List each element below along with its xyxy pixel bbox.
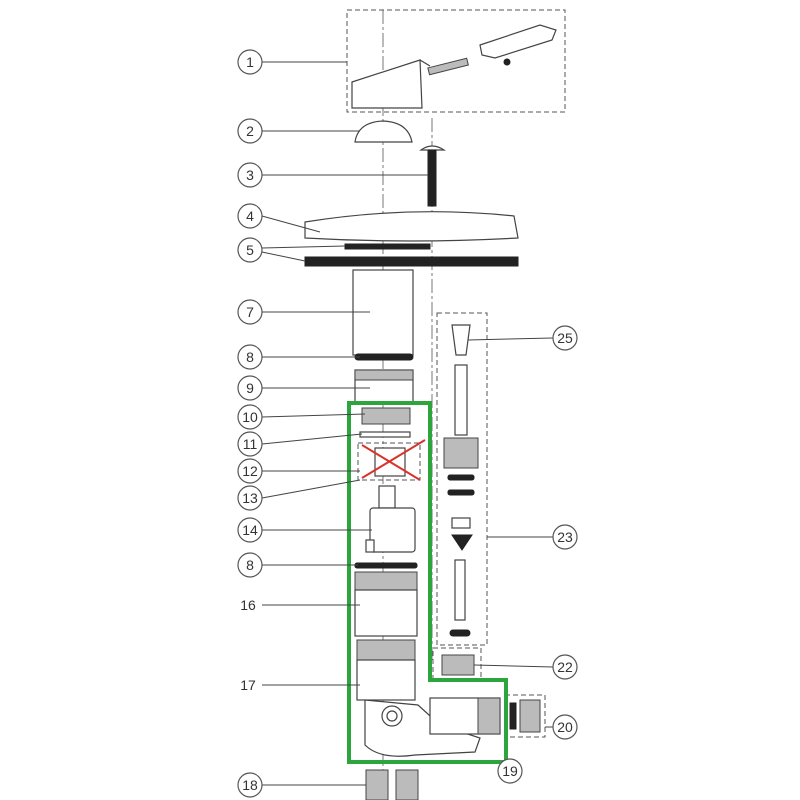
part-5-gasket-large xyxy=(304,256,519,267)
callout-13: 13 xyxy=(237,485,263,511)
part-4-cover-plate xyxy=(304,211,519,242)
svg-text:9: 9 xyxy=(246,380,254,396)
svg-text:2: 2 xyxy=(246,123,254,139)
leader-lines xyxy=(261,61,554,786)
part-10-ring xyxy=(361,407,411,425)
part-2-dome-cap xyxy=(354,120,413,143)
highlight-outline xyxy=(347,401,508,764)
svg-text:17: 17 xyxy=(240,677,256,693)
part-12-removed xyxy=(357,439,426,481)
callout-8-lower: 8 xyxy=(237,552,263,578)
part-8-o-ring-lower xyxy=(354,562,418,569)
svg-text:10: 10 xyxy=(242,409,258,425)
callout-11: 11 xyxy=(237,431,263,457)
svg-text:4: 4 xyxy=(246,208,254,224)
part-18-fittings xyxy=(365,769,419,800)
callout-22: 22 xyxy=(552,654,578,680)
part-23-diverter-assembly xyxy=(436,312,488,646)
part-3-screw xyxy=(419,145,446,207)
callout-23: 23 xyxy=(552,524,578,550)
callout-20: 20 xyxy=(552,714,578,740)
part-5-gasket-small xyxy=(344,243,431,250)
callout-19: 19 xyxy=(497,758,523,784)
part-20-connector xyxy=(504,694,546,738)
svg-text:13: 13 xyxy=(242,490,258,506)
svg-text:12: 12 xyxy=(242,463,258,479)
part-25-knob xyxy=(451,324,471,356)
svg-text:19: 19 xyxy=(502,763,518,779)
svg-text:16: 16 xyxy=(240,597,256,613)
callout-16: 16 xyxy=(240,597,256,613)
callout-17: 17 xyxy=(240,677,256,693)
callout-8-upper: 8 xyxy=(237,344,263,370)
part-16-housing xyxy=(354,571,418,637)
callout-3: 3 xyxy=(237,162,263,188)
svg-text:11: 11 xyxy=(243,436,258,452)
svg-text:5: 5 xyxy=(246,242,254,258)
callout-7: 7 xyxy=(237,299,263,325)
callout-5: 5 xyxy=(237,237,263,263)
part-11-washer xyxy=(359,431,411,438)
svg-text:8: 8 xyxy=(246,349,254,365)
svg-text:7: 7 xyxy=(246,304,254,320)
part-22-nut xyxy=(432,647,482,681)
svg-text:25: 25 xyxy=(557,330,573,346)
svg-text:14: 14 xyxy=(242,522,258,538)
svg-text:22: 22 xyxy=(557,659,573,675)
part-8-o-ring xyxy=(354,353,414,361)
callout-9: 9 xyxy=(237,375,263,401)
svg-text:1: 1 xyxy=(246,54,254,70)
callout-2: 2 xyxy=(237,118,263,144)
callout-14: 14 xyxy=(237,517,263,543)
svg-text:18: 18 xyxy=(242,777,258,793)
callout-10: 10 xyxy=(237,404,263,430)
callout-25: 25 xyxy=(552,325,578,351)
callout-1: 1 xyxy=(237,49,263,75)
part-14-cartridge xyxy=(365,485,416,553)
callout-4: 4 xyxy=(237,203,263,229)
callout-18: 18 xyxy=(237,772,263,798)
svg-text:20: 20 xyxy=(557,719,573,735)
part-17-valve-body xyxy=(356,639,501,757)
callout-12: 12 xyxy=(237,458,263,484)
part-1-lever-handle xyxy=(346,9,566,113)
svg-text:3: 3 xyxy=(246,167,254,183)
part-9-nut xyxy=(354,369,414,403)
svg-text:8: 8 xyxy=(246,557,254,573)
svg-text:23: 23 xyxy=(557,529,573,545)
